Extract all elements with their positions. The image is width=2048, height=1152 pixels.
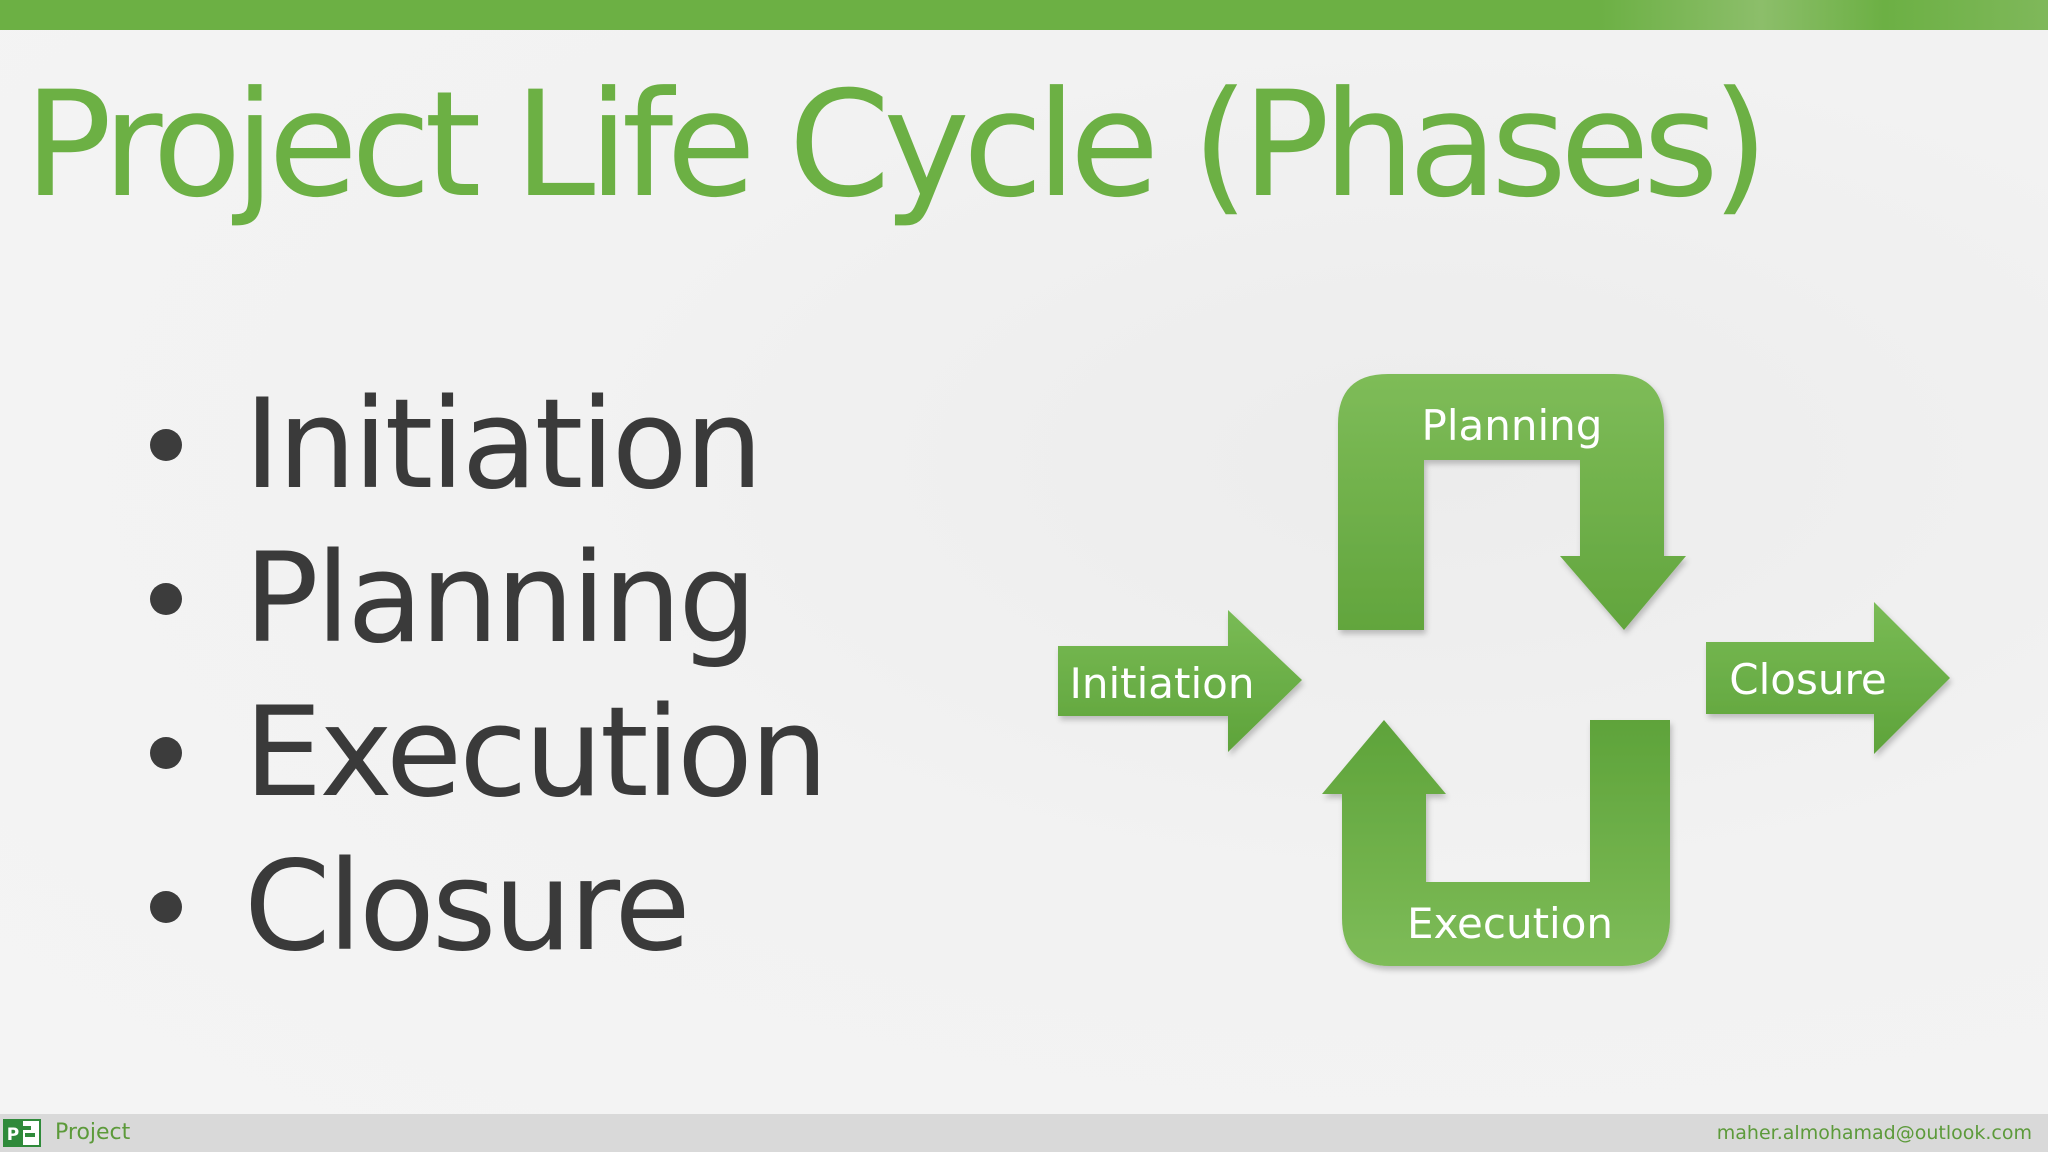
- footer-bar: P Project maher.almohamad@outlook.com: [0, 1114, 2048, 1152]
- bullet-item: Initiation: [150, 368, 826, 522]
- initiation-label: Initiation: [1069, 659, 1254, 708]
- author-email: maher.almohamad@outlook.com: [1716, 1122, 2032, 1144]
- planning-label: Planning: [1422, 401, 1603, 450]
- svg-text:P: P: [7, 1125, 19, 1145]
- bullet-text: Planning: [244, 527, 757, 671]
- closure-arrow: [1706, 602, 1950, 754]
- bullet-list: Initiation Planning Execution Closure: [150, 368, 828, 984]
- execution-arrow: [1322, 720, 1670, 966]
- bullet-text: Execution: [244, 681, 828, 825]
- bullet-item: Execution: [150, 676, 828, 830]
- bullet-dot-icon: [150, 891, 182, 923]
- top-accent-bar: [0, 0, 2048, 30]
- closure-label: Closure: [1729, 655, 1886, 704]
- bullet-dot-icon: [150, 583, 182, 615]
- app-name: Project: [55, 1120, 131, 1145]
- bullet-dot-icon: [150, 737, 182, 769]
- bullet-item: Planning: [150, 522, 826, 676]
- initiation-arrow: [1058, 610, 1302, 752]
- slide-title: Project Life Cycle (Phases): [24, 60, 1769, 230]
- bullet-item: Closure: [150, 830, 826, 984]
- bullet-text: Closure: [244, 835, 691, 979]
- project-logo-icon: P: [3, 1119, 41, 1147]
- planning-arrow: [1338, 374, 1686, 630]
- bullet-text: Initiation: [244, 373, 763, 517]
- execution-label: Execution: [1407, 899, 1613, 948]
- bullet-dot-icon: [150, 429, 182, 461]
